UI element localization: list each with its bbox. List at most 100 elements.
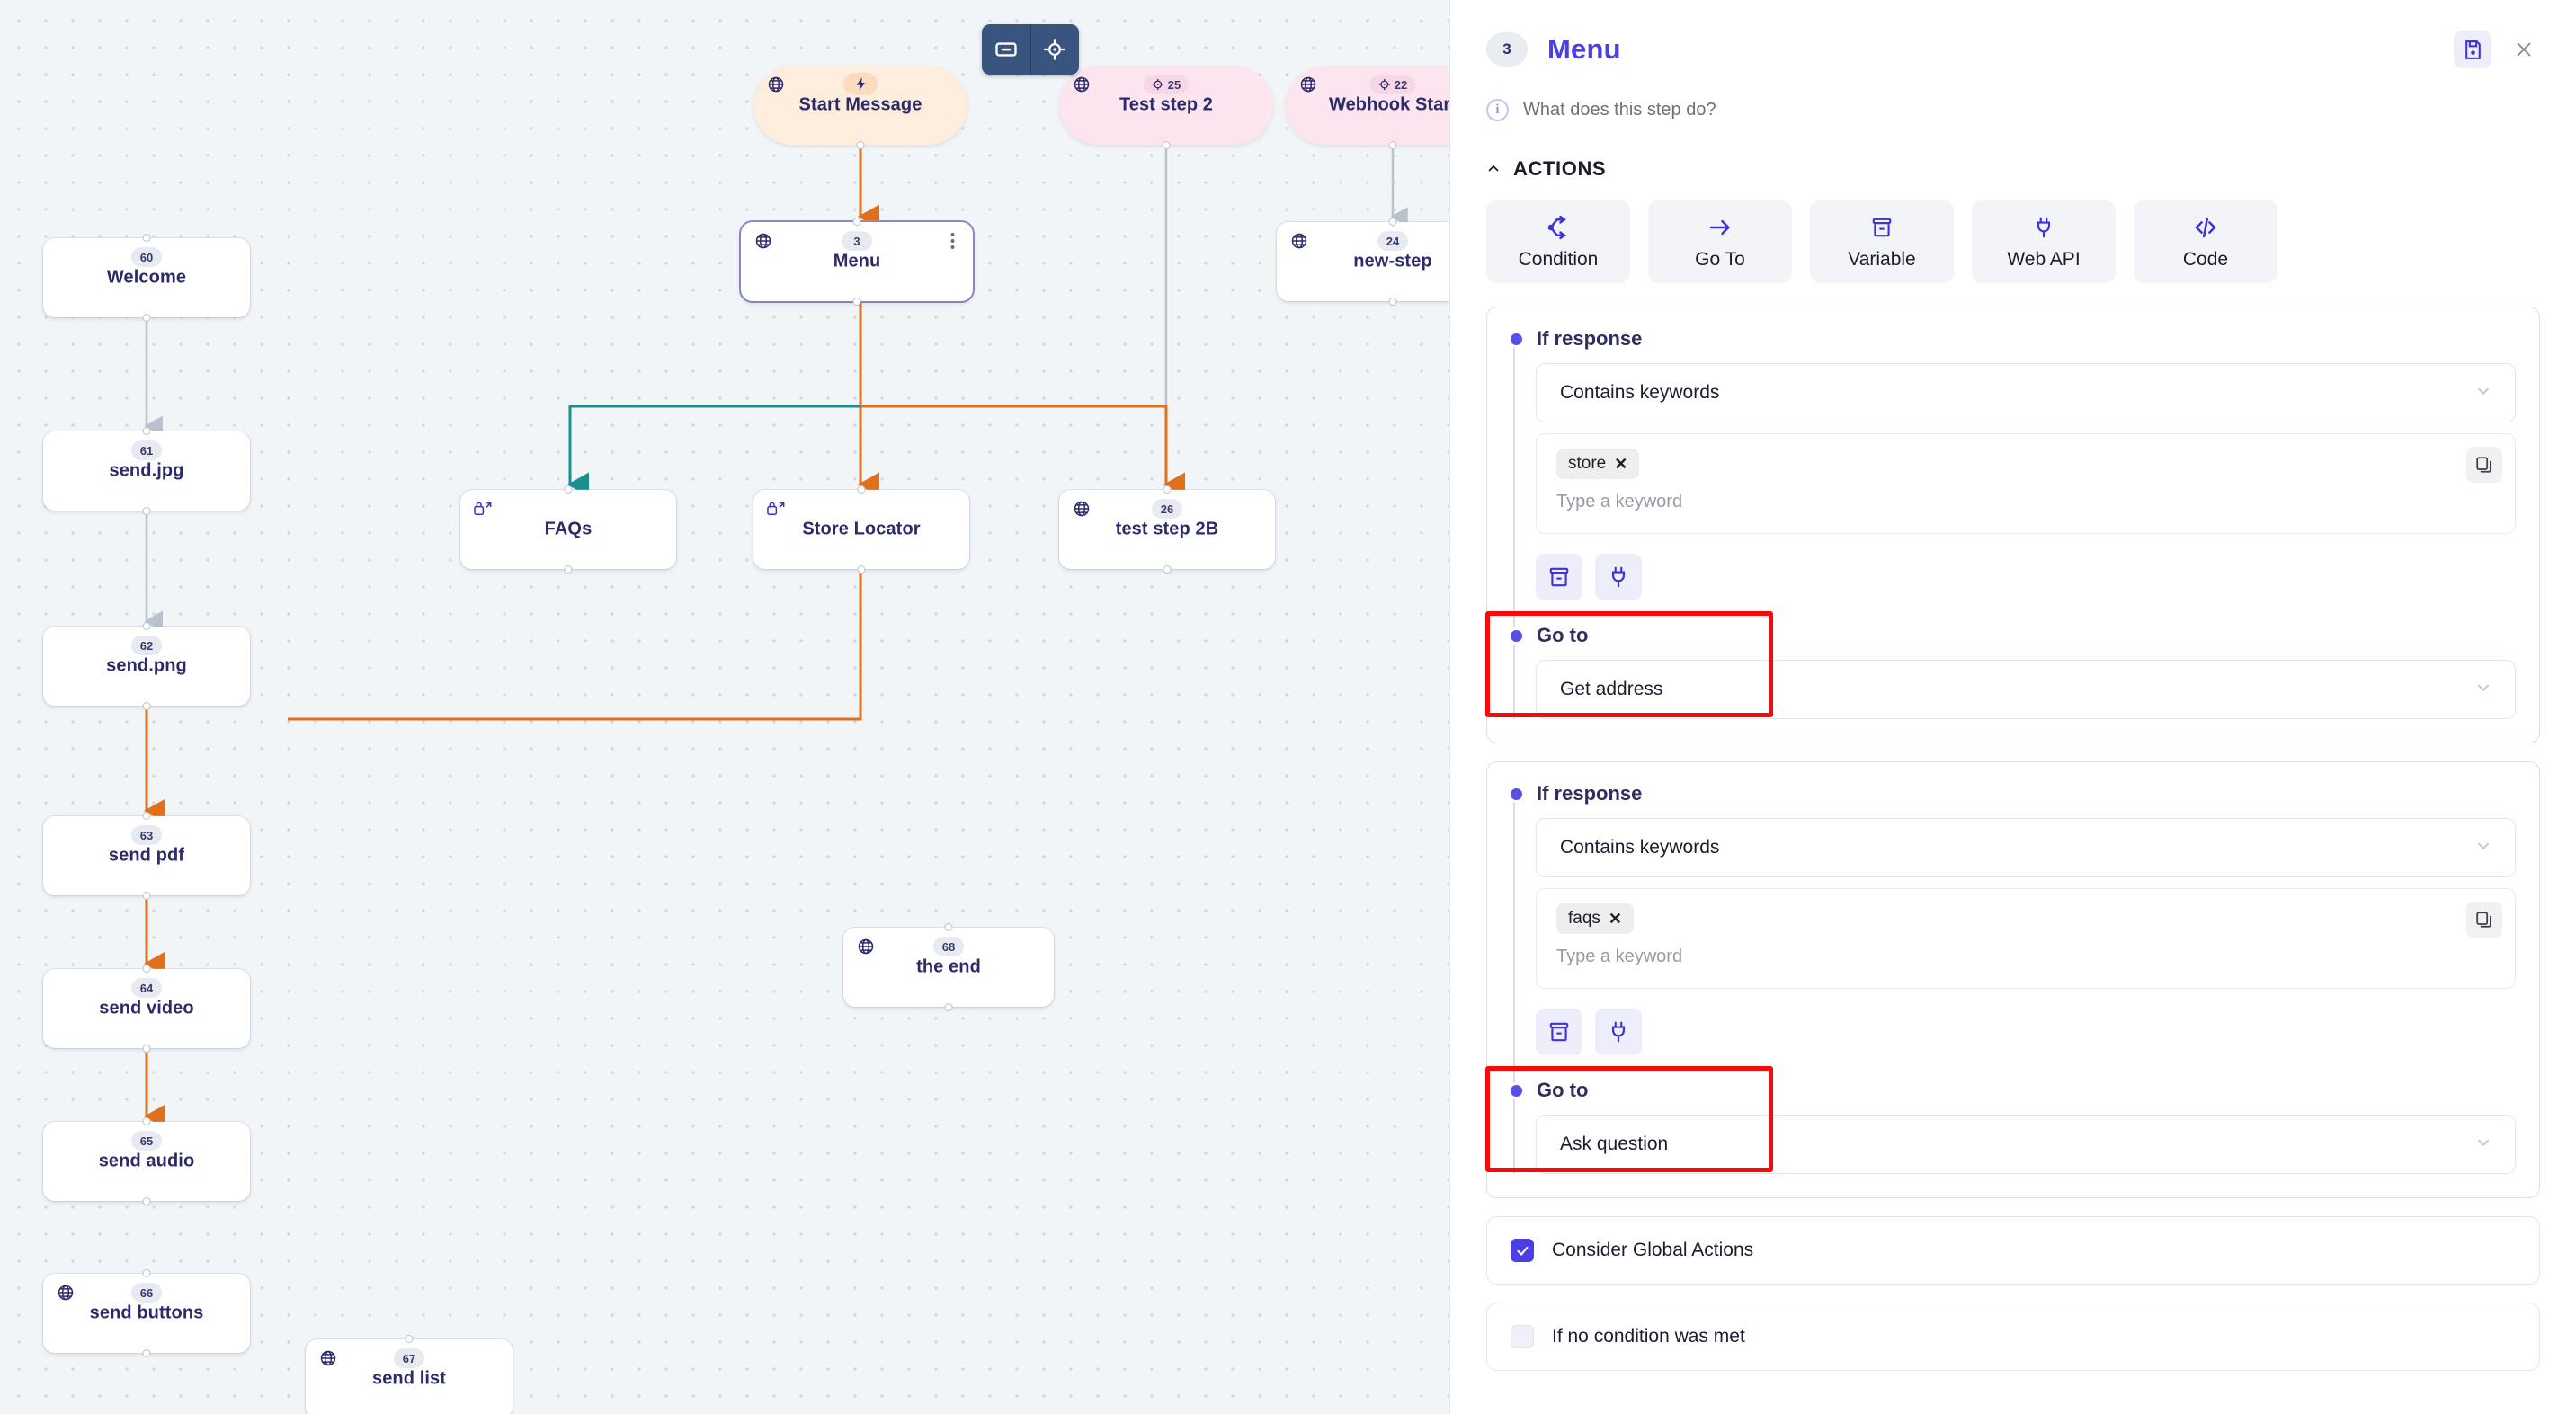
goto-label: Go to bbox=[1537, 1079, 1589, 1101]
node-port-bottom[interactable] bbox=[856, 141, 865, 149]
goto-dot bbox=[1511, 629, 1522, 642]
node-port-top[interactable] bbox=[142, 622, 151, 630]
copy-icon[interactable] bbox=[2466, 902, 2502, 938]
variable-box-icon bbox=[1870, 214, 1894, 241]
node-port-bottom[interactable] bbox=[1388, 141, 1397, 149]
node-port-bottom[interactable] bbox=[564, 565, 573, 574]
plug-icon-button[interactable] bbox=[1595, 1009, 1642, 1055]
node-port-top[interactable] bbox=[405, 1335, 414, 1343]
node-port-top[interactable] bbox=[1163, 485, 1172, 494]
card-view-icon[interactable] bbox=[982, 24, 1030, 75]
step-description-row[interactable]: i What does this step do? bbox=[1486, 99, 2540, 121]
step-number-badge: 3 bbox=[1486, 32, 1528, 67]
flow-node-faqs[interactable]: FAQs bbox=[460, 485, 676, 575]
plug-icon bbox=[2032, 214, 2055, 241]
node-id-badge: 24 bbox=[1377, 231, 1408, 251]
node-port-bottom[interactable] bbox=[1163, 565, 1172, 574]
copy-icon[interactable] bbox=[2466, 447, 2502, 483]
keyword-remove-icon[interactable]: ✕ bbox=[1608, 909, 1623, 928]
checkbox-checked-icon[interactable] bbox=[1511, 1239, 1534, 1262]
close-x-icon[interactable] bbox=[2508, 33, 2540, 66]
keyword-chip[interactable]: store ✕ bbox=[1556, 449, 1640, 479]
node-port-top[interactable] bbox=[142, 965, 151, 973]
page-title[interactable]: Menu bbox=[1547, 33, 1621, 65]
node-label: Test step 2 bbox=[1119, 94, 1214, 115]
chevron-down-icon bbox=[2473, 836, 2493, 860]
action-tile-web-api[interactable]: Web API bbox=[1972, 200, 2116, 283]
node-label: Menu bbox=[833, 251, 881, 271]
node-port-top[interactable] bbox=[142, 427, 151, 435]
node-port-top[interactable] bbox=[944, 923, 953, 931]
condition-branch-icon bbox=[1545, 214, 1572, 241]
keyword-input[interactable]: Type a keyword bbox=[1556, 492, 1683, 511]
node-port-bottom[interactable] bbox=[142, 314, 151, 322]
condition-operator-select[interactable]: Contains keywords bbox=[1536, 363, 2516, 422]
variable-box-icon-button[interactable] bbox=[1536, 1009, 1582, 1055]
node-port-bottom[interactable] bbox=[142, 702, 151, 710]
goto-target-select[interactable]: Get address bbox=[1536, 660, 2516, 719]
node-port-bottom[interactable] bbox=[142, 892, 151, 900]
node-port-bottom[interactable] bbox=[142, 1045, 151, 1053]
node-port-top[interactable] bbox=[857, 485, 866, 494]
keyword-input[interactable]: Type a keyword bbox=[1556, 947, 1683, 966]
action-tile-go-to[interactable]: Go To bbox=[1648, 200, 1792, 283]
action-tile-variable[interactable]: Variable bbox=[1810, 200, 1954, 283]
node-port-top[interactable] bbox=[142, 1117, 151, 1125]
checkbox-row[interactable]: Consider Global Actions bbox=[1486, 1216, 2540, 1285]
keyword-remove-icon[interactable]: ✕ bbox=[1614, 454, 1628, 473]
node-port-top[interactable] bbox=[852, 218, 861, 226]
actions-section-header[interactable]: ACTIONS bbox=[1486, 157, 2540, 181]
info-icon: i bbox=[1486, 99, 1509, 121]
node-menu-icon[interactable] bbox=[944, 231, 960, 251]
step-description-input[interactable]: What does this step do? bbox=[1523, 100, 1716, 120]
conditions-list: If response Contains keywords store ✕ Ty… bbox=[1485, 307, 2540, 1198]
node-port-bottom[interactable] bbox=[852, 298, 861, 306]
node-port-bottom[interactable] bbox=[1388, 298, 1397, 306]
flow-node-store-locator[interactable]: Store Locator bbox=[753, 485, 969, 575]
node-port-bottom[interactable] bbox=[142, 1197, 151, 1205]
checkbox-unchecked-icon[interactable] bbox=[1511, 1325, 1534, 1348]
node-port-top[interactable] bbox=[564, 485, 573, 494]
focus-target-icon[interactable] bbox=[1031, 24, 1080, 75]
action-tile-code[interactable]: Code bbox=[2134, 200, 2277, 283]
goto-target-select[interactable]: Ask question bbox=[1536, 1115, 2516, 1174]
plug-icon-button[interactable] bbox=[1595, 554, 1642, 600]
keyword-chip[interactable]: faqs ✕ bbox=[1556, 903, 1635, 934]
node-port-top[interactable] bbox=[142, 812, 151, 820]
node-port-bottom[interactable] bbox=[944, 1003, 953, 1011]
node-id-badge: 61 bbox=[131, 440, 162, 460]
condition-operator-select[interactable]: Contains keywords bbox=[1536, 818, 2516, 877]
node-port-bottom[interactable] bbox=[1162, 141, 1171, 149]
action-tile-condition[interactable]: Condition bbox=[1486, 200, 1630, 283]
view-mode-toggle[interactable] bbox=[982, 24, 1079, 75]
save-disk-icon[interactable] bbox=[2454, 31, 2491, 68]
node-port-bottom[interactable] bbox=[142, 507, 151, 515]
node-port-bottom[interactable] bbox=[857, 565, 866, 574]
keyword-input-box[interactable]: store ✕ Type a keyword bbox=[1536, 433, 2516, 534]
node-port-top[interactable] bbox=[142, 234, 151, 242]
keyword-input-box[interactable]: faqs ✕ Type a keyword bbox=[1536, 888, 2516, 989]
node-port-top[interactable] bbox=[1388, 218, 1397, 226]
node-port-top[interactable] bbox=[142, 1269, 151, 1277]
flow-node-start-message[interactable]: Start Message bbox=[753, 66, 967, 149]
node-port-bottom[interactable] bbox=[142, 1349, 151, 1357]
variable-box-icon-button[interactable] bbox=[1536, 554, 1582, 600]
checkbox-row[interactable]: If no condition was met bbox=[1486, 1303, 2540, 1371]
